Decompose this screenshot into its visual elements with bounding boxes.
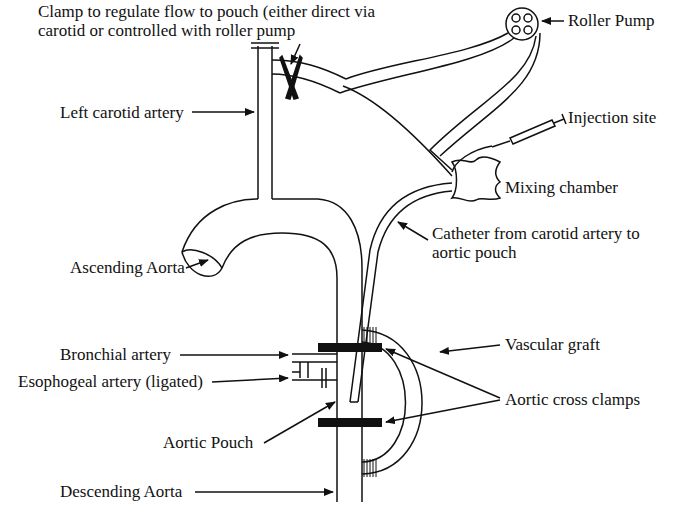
- part-label: Catheter from carotid artery to aortic p…: [432, 224, 672, 262]
- part-label: Mixing chamber: [505, 178, 675, 197]
- part-label: Ascending Aorta: [70, 258, 188, 277]
- part-label: Roller Pump: [568, 11, 678, 30]
- part-label: Bronchial artery: [60, 345, 178, 364]
- part-label: Clamp to regulate flow to pouch (either …: [38, 2, 388, 40]
- part-label: Esophogeal artery (ligated): [18, 372, 210, 391]
- part-label: Left carotid artery: [60, 103, 195, 122]
- part-label: Vascular graft: [505, 335, 675, 354]
- part-label: Aortic Pouch: [163, 433, 263, 452]
- part-label: Aortic cross clamps: [505, 390, 675, 409]
- part-label: Descending Aorta: [60, 482, 194, 501]
- part-label: Injection site: [568, 108, 678, 127]
